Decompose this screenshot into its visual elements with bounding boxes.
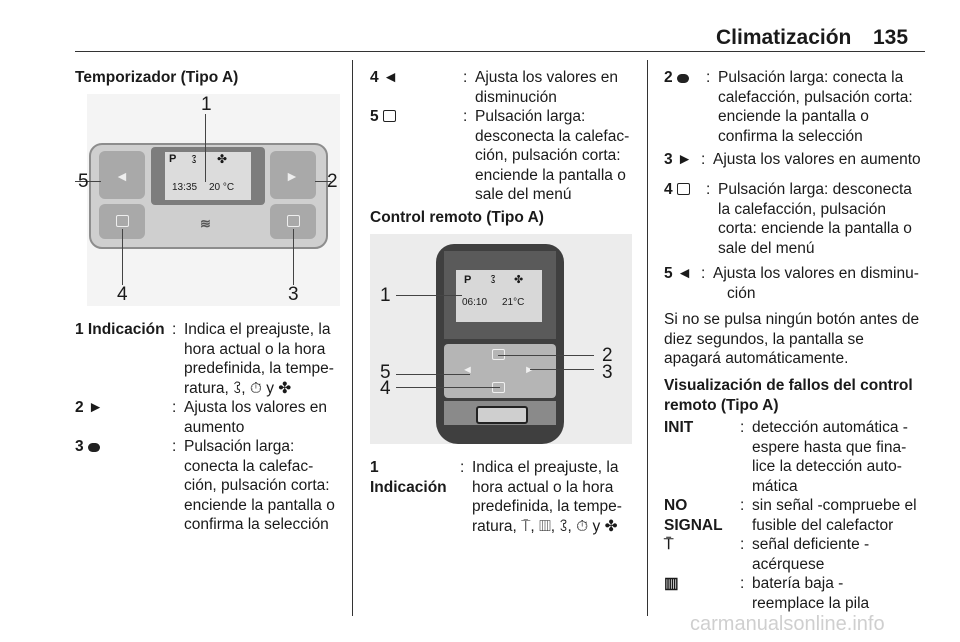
rect-button-icon — [382, 110, 396, 122]
fault-text-init: detección automática - espere hasta que … — [752, 419, 908, 495]
col1-item-2-key: 2 ► — [75, 399, 104, 416]
remote-callout-3: 3 — [602, 362, 613, 383]
callout-5: 5 — [78, 171, 89, 192]
remote-callout-2: 2 — [602, 345, 613, 366]
battery-icon: ▥ — [664, 575, 679, 592]
col2-item-5-key: 5 — [370, 107, 396, 127]
remote-key-ring — [476, 406, 528, 424]
left-arrow-icon: ◄ — [462, 364, 473, 376]
rect-icon — [116, 215, 129, 227]
header-rule — [75, 51, 925, 52]
antenna-icon: ⍑ — [664, 536, 674, 553]
remote-display-time: 06:10 — [462, 297, 488, 308]
display-temp: 20 °C — [209, 182, 235, 193]
fault-text-battery: batería baja - reemplace la pila — [752, 575, 870, 612]
remote-display: P ꕘ ✤ 06:10 21°C — [456, 270, 542, 322]
fault-text-no-signal: sin señal -compruebe el fusible del cale… — [752, 497, 917, 534]
col3-item-2-key: 2 — [664, 68, 689, 88]
col1-item-2-text: Ajusta los valores en aumento — [184, 399, 328, 436]
col2-item-4-text: Ajusta los valores en disminución — [475, 69, 619, 106]
heater-icon: ≋ — [200, 216, 211, 231]
col3-item-5-key: 5 ◄ — [664, 265, 693, 282]
remote-display-temp: 21°C — [502, 297, 525, 308]
timer-right-button — [270, 151, 316, 199]
left-arrow-icon: ◄ — [115, 168, 129, 184]
col3-item-5-text: Ajusta los valores en disminu- ción — [713, 265, 919, 302]
callout-3: 3 — [288, 284, 299, 305]
timer-figure: ◄ ► P ꕘ ✤ 13:35 20 °C ≋ 1 2 3 4 5 — [75, 94, 340, 306]
col1-item-3-text: Pulsación larga: conecta la calefac- ció… — [184, 438, 335, 533]
col2-item-4-key: 4 ◄ — [370, 69, 399, 86]
section-title-faults: Visualización de fallos del control remo… — [664, 377, 913, 414]
rect-icon — [492, 349, 505, 360]
oval-button-icon — [676, 74, 689, 83]
page-number: 135 — [873, 26, 909, 49]
col3-item-3-text: Ajusta los valores en aumento — [713, 151, 921, 168]
remote-callout-4: 4 — [380, 378, 391, 399]
col3-paragraph: Si no se pulsa ningún botón antes de die… — [664, 311, 920, 367]
remote-callout-1: 1 — [380, 285, 391, 306]
col3-item-4-key: 4 — [664, 180, 690, 200]
fault-text-weak-signal: señal deficiente - acérquese — [752, 536, 870, 573]
column-divider-1 — [352, 60, 353, 616]
timer-left-button — [99, 151, 145, 199]
heat-icon: ꕘ — [191, 154, 197, 166]
display-p: P — [169, 153, 177, 165]
right-arrow-icon: ► — [285, 168, 299, 184]
col2-item-1-key: 1 Indicación — [370, 459, 447, 496]
heat-icon: ꕘ — [490, 274, 496, 286]
column-divider-2 — [647, 60, 648, 616]
col3-item-2-text: Pulsación larga: conecta la calefacción,… — [718, 69, 913, 145]
col2-item-5-text: Pulsación larga: desconecta la calefac- … — [475, 108, 630, 203]
display-time: 13:35 — [172, 182, 198, 193]
remote-callout-5: 5 — [380, 362, 391, 383]
col3-item-4-text: Pulsación larga: desconecta la calefacci… — [718, 181, 912, 257]
oval-button-icon — [87, 443, 100, 452]
remote-figure: P ꕘ ✤ 06:10 21°C ◄ ► 1 2 3 4 5 — [370, 234, 632, 444]
col1-item-1-text: Indica el preajuste, la hora actual o la… — [184, 321, 334, 397]
rect-icon — [287, 215, 300, 227]
remote-display-p: P — [464, 274, 472, 286]
fan-icon: ✤ — [514, 274, 524, 286]
callout-2: 2 — [327, 171, 338, 192]
fault-key-no-signal: NO SIGNAL — [664, 497, 723, 534]
col3-item-3-key: 3 ► — [664, 151, 693, 168]
callout-4: 4 — [117, 284, 128, 305]
right-arrow-icon: ► — [524, 364, 535, 376]
col2-item-1-text: Indica el preajuste, la hora actual o la… — [472, 459, 622, 535]
section-title-remote: Control remoto (Tipo A) — [370, 209, 544, 226]
page-header-title: Climatización — [716, 26, 852, 49]
remote-button-area — [444, 344, 556, 398]
watermark: carmanualsonline.info — [690, 613, 885, 635]
col1-item-3-key: 3 — [75, 437, 100, 457]
rect-button-icon — [676, 183, 690, 195]
timer-display: P ꕘ ✤ 13:35 20 °C — [165, 152, 251, 200]
section-title-timer: Temporizador (Tipo A) — [75, 69, 239, 86]
fault-key-init: INIT — [664, 419, 694, 436]
callout-1: 1 — [201, 94, 212, 115]
fan-icon: ✤ — [217, 152, 228, 166]
